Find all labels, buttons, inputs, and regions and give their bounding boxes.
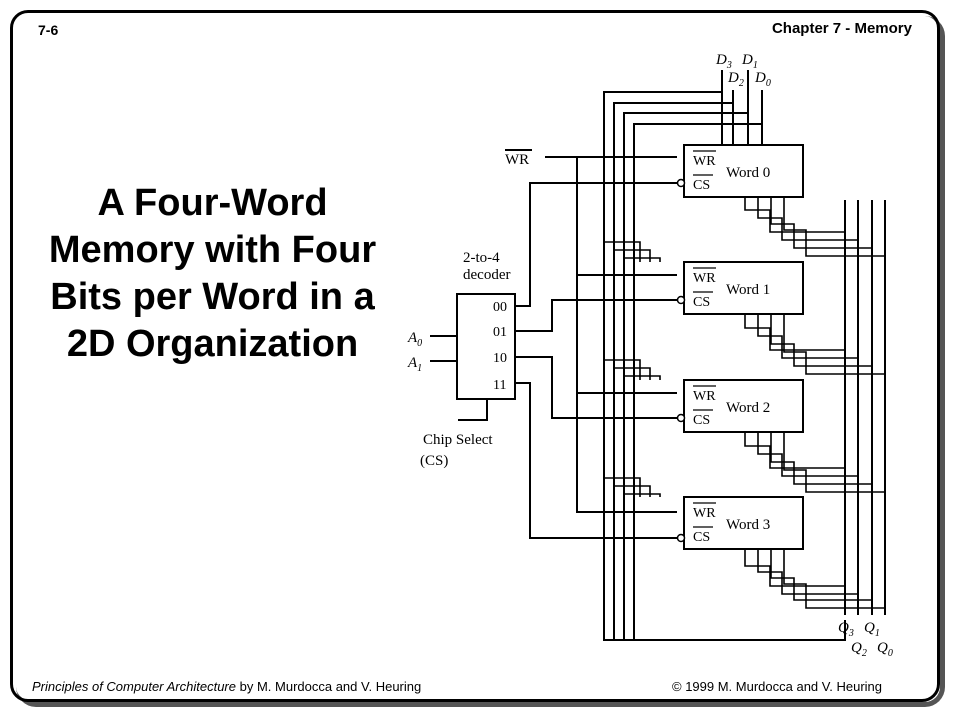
decoder-label-2: decoder	[463, 267, 510, 283]
svg-text:Word 2: Word 2	[726, 400, 770, 416]
word-block-3: WR CS Word 3	[676, 496, 804, 550]
label-q2: Q2	[851, 640, 867, 659]
cs-line-0	[515, 182, 677, 307]
footer-authors: by M. Murdocca and V. Heuring	[236, 679, 422, 694]
word-block-0: WR CS Word 0	[676, 144, 804, 198]
decoder-out-00: 00	[493, 300, 507, 315]
label-a0: A0	[407, 330, 422, 349]
svg-text:WR: WR	[693, 506, 716, 521]
svg-text:Word 3: Word 3	[726, 517, 770, 533]
chip-select-line	[458, 399, 488, 421]
footer-copyright: © 1999 M. Murdocca and V. Heuring	[672, 679, 882, 694]
cs-line-2	[515, 356, 677, 419]
data-columns	[721, 92, 763, 147]
svg-text:WR: WR	[693, 154, 716, 169]
slide-number: 7-6	[38, 22, 59, 38]
svg-text:Word 1: Word 1	[726, 282, 770, 298]
chapter-title: Chapter 7 - Memory	[771, 20, 912, 37]
svg-text:Word 0: Word 0	[726, 165, 770, 181]
word-block-1: WR CS Word 1	[676, 261, 804, 315]
cs-line-1	[515, 299, 677, 332]
chip-select-abbr: (CS)	[420, 453, 448, 469]
decoder-out-01: 01	[493, 325, 507, 340]
label-a1: A1	[407, 355, 422, 374]
slide-frame-shadow	[16, 16, 945, 707]
data-output-bus	[844, 200, 886, 615]
label-d0: D0	[754, 70, 771, 89]
decoder-label-1: 2-to-4	[463, 250, 500, 266]
word-block-2: WR CS Word 2	[676, 379, 804, 433]
svg-text:WR: WR	[693, 271, 716, 286]
label-wr: WR	[505, 152, 529, 168]
svg-text:CS: CS	[693, 178, 710, 193]
decoder-out-11: 11	[493, 378, 506, 393]
svg-text:CS: CS	[693, 295, 710, 310]
decoder-out-10: 10	[493, 351, 507, 366]
svg-text:CS: CS	[693, 530, 710, 545]
label-d1: D1	[741, 52, 758, 71]
svg-text:CS: CS	[693, 413, 710, 428]
d3-sub: 3	[726, 60, 732, 71]
footer-book-credit: Principles of Computer Architecture by M…	[32, 679, 421, 694]
label-d2: D2	[727, 70, 744, 89]
label-d3: D3	[715, 52, 732, 71]
label-q1: Q1	[864, 620, 880, 639]
cs-line-3	[515, 382, 677, 539]
footer-book-title: Principles of Computer Architecture	[32, 679, 236, 694]
label-q0: Q0	[877, 640, 893, 659]
svg-text:WR: WR	[693, 389, 716, 404]
slide-title: A Four-Word Memory with Four Bits per Wo…	[48, 182, 377, 365]
slide-frame	[10, 10, 940, 702]
chip-select-label: Chip Select	[423, 432, 493, 448]
word-connections	[604, 197, 885, 609]
